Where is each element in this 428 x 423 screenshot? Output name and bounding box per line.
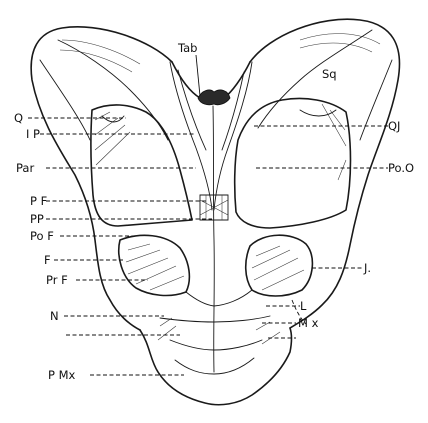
label-n: N bbox=[50, 309, 59, 323]
label-par: Par bbox=[16, 161, 34, 175]
lower-orbits bbox=[119, 235, 313, 296]
tabular-bone bbox=[198, 90, 230, 105]
label-f: F bbox=[44, 253, 51, 267]
left-fenestra bbox=[91, 105, 192, 226]
right-fenestra bbox=[235, 99, 351, 229]
label-j: J. bbox=[363, 261, 371, 275]
label-ip: I P bbox=[26, 127, 40, 141]
skull-outline bbox=[31, 19, 399, 405]
label-mx: M x bbox=[298, 316, 319, 330]
label-tab: Tab bbox=[177, 41, 197, 55]
label-pmx: P Mx bbox=[48, 368, 76, 382]
label-q: Q bbox=[14, 111, 23, 125]
label-sq: Sq bbox=[322, 67, 337, 81]
label-l: L bbox=[300, 299, 307, 313]
label-prf: Pr F bbox=[46, 273, 68, 287]
midline-suture bbox=[213, 106, 214, 372]
label-poo: Po.O bbox=[388, 161, 414, 175]
label-qj: QJ bbox=[388, 119, 400, 133]
label-pp: PP bbox=[30, 212, 44, 226]
facial-sutures bbox=[158, 290, 280, 374]
label-pf: P F bbox=[30, 194, 47, 208]
label-pof: Po F bbox=[30, 229, 54, 243]
